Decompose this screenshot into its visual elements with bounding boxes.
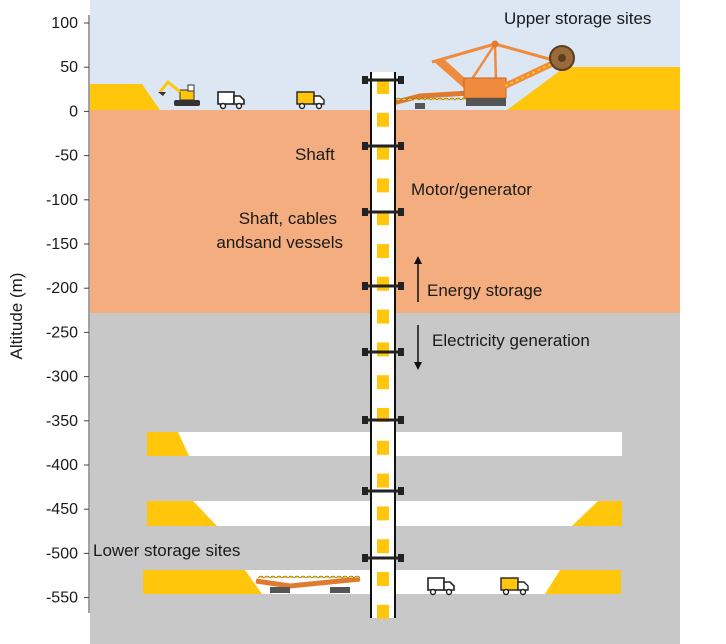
y-tick-label: -250 <box>46 324 78 341</box>
shaft-label: Shaft <box>295 145 335 164</box>
sand-vessel <box>377 112 389 127</box>
sand-vessel <box>377 375 389 390</box>
shaft-cables-label-line1: Shaft, cables <box>239 209 337 228</box>
shaft-cables-label-line2: andsand vessels <box>216 233 343 252</box>
y-tick-label: 0 <box>69 103 78 120</box>
sand-vessel <box>377 244 389 258</box>
sand-vessel <box>377 178 389 193</box>
motor-generator-unit <box>362 554 404 562</box>
y-tick-label: -500 <box>46 545 78 562</box>
motor-generator-unit <box>362 348 404 356</box>
y-axis-label: Altitude (m) <box>7 273 26 360</box>
upper-left-sand-pile <box>90 84 160 110</box>
sand-vessel <box>377 211 389 226</box>
bucket-wheel-excavator-icon <box>431 40 575 106</box>
y-tick-label: -150 <box>46 236 78 253</box>
y-tick-label: -350 <box>46 413 78 430</box>
lower-conveyor-icon <box>255 575 361 593</box>
upper-storage-label: Upper storage sites <box>504 9 651 28</box>
sand-vessel <box>377 80 389 94</box>
sand-vessel <box>377 506 389 521</box>
lower-white-truck-icon <box>427 577 455 596</box>
sand-vessel <box>377 145 389 160</box>
electricity-generation-label: Electricity generation <box>432 331 590 350</box>
sand-vessel <box>377 440 389 455</box>
motor-generators <box>362 76 404 562</box>
motor-generator-unit <box>362 487 404 495</box>
y-tick-label: -200 <box>46 280 78 297</box>
y-axis-ticks: 100 50 0 -50 -100 -150 -200 -250 -300 -350 -400 -45… <box>46 15 89 607</box>
motor-generator-unit <box>362 208 404 216</box>
sand-vessel <box>377 604 389 619</box>
y-tick-label: -100 <box>46 192 78 209</box>
electricity-generation-arrow-icon <box>414 325 422 370</box>
y-tick-label: -400 <box>46 457 78 474</box>
y-tick-label: -450 <box>46 501 78 518</box>
white-truck-icon <box>217 91 245 110</box>
shaft <box>362 72 404 619</box>
lower-storage-label: Lower storage sites <box>93 541 240 560</box>
sand-vessel <box>377 572 389 586</box>
energy-storage-arrow-icon <box>414 256 422 302</box>
sand-vessels <box>377 80 389 619</box>
y-tick-label: 100 <box>51 15 78 32</box>
energy-storage-label: Energy storage <box>427 281 542 300</box>
y-tick-label: -550 <box>46 590 78 607</box>
motor-generator-unit <box>362 416 404 424</box>
sand-vessel <box>377 309 389 324</box>
y-axis: 100 50 0 -50 -100 -150 -200 -250 -300 -350 -400 -45… <box>7 15 90 613</box>
y-tick-label: -50 <box>55 148 78 165</box>
sand-vessel <box>377 539 389 554</box>
motor-generator-unit <box>362 142 404 150</box>
upper-conveyor-icon <box>392 90 471 109</box>
lower-yellow-truck-icon <box>500 577 529 596</box>
y-tick-label: 50 <box>60 59 78 76</box>
upper-right-sand-pile <box>507 67 680 110</box>
sand-vessel <box>377 342 389 357</box>
yellow-truck-icon <box>296 91 325 110</box>
excavator-icon <box>158 79 200 106</box>
motor-generator-label: Motor/generator <box>411 180 532 199</box>
sand-vessel <box>377 276 389 291</box>
sand-vessel <box>377 473 389 488</box>
y-tick-label: -300 <box>46 369 78 386</box>
motor-generator-unit <box>362 282 404 290</box>
motor-generator-unit <box>362 76 404 84</box>
